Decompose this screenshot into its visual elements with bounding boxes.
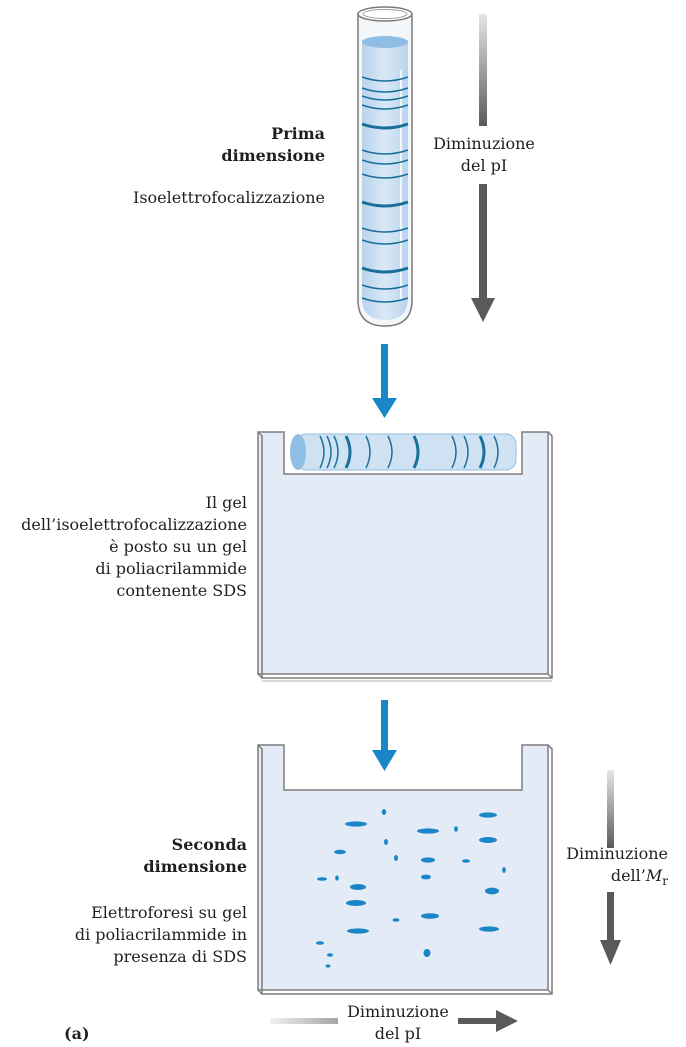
second-axis-label-line2: dell’Mr: [566, 865, 668, 892]
bottom-axis-label-line2: del pI: [374, 1024, 422, 1043]
bottom-axis-label: Diminuzione del pI: [338, 1001, 458, 1045]
bottom-pi-axis-arrow: [270, 1010, 518, 1032]
second-axis-label-line1: Diminuzione: [566, 844, 668, 863]
second-dimension-method: Elettroforesi su gel di poliacrilammide …: [75, 902, 247, 968]
first-dimension-title: Prima dimensione: [221, 123, 325, 167]
second-dimension-title-line2: dimensione: [143, 857, 247, 876]
transfer-arrow-1: [372, 344, 397, 418]
second-method-line3: presenza di SDS: [113, 947, 247, 966]
transfer-line2: dell’isoelettrofocalizzazione: [21, 515, 247, 534]
first-dimension-title-line2: dimensione: [221, 146, 325, 165]
second-axis-symbol: M: [645, 866, 663, 885]
second-axis-label: Diminuzione dell’Mr: [566, 843, 668, 892]
second-axis-prefix: dell’: [610, 866, 646, 885]
transfer-line1: Il gel: [205, 493, 247, 512]
first-dimension-title-line1: Prima: [271, 124, 325, 143]
first-axis-label: Diminuzione del pI: [424, 133, 544, 177]
first-dimension-method: Isoelettrofocalizzazione: [133, 188, 325, 207]
sds-gel-result: [257, 744, 553, 995]
bottom-axis-label-line1: Diminuzione: [347, 1002, 449, 1021]
transfer-description: Il gel dell’isoelettrofocalizzazione è p…: [21, 492, 247, 602]
second-dimension-title: Seconda dimensione: [143, 834, 247, 878]
transfer-line5: contenente SDS: [116, 581, 247, 600]
transfer-arrow-2: [372, 700, 397, 771]
second-method-line2: di poliacrilammide in: [74, 925, 247, 944]
mr-axis-arrow: [600, 770, 621, 965]
panel-label: (a): [64, 1024, 90, 1043]
ief-tube: [357, 6, 413, 327]
second-method-line1: Elettroforesi su gel: [91, 903, 247, 922]
transfer-line3: è posto su un gel: [109, 537, 247, 556]
second-axis-subscript: r: [662, 874, 668, 889]
pi-axis-arrow: [471, 14, 495, 322]
transfer-line4: di poliacrilammide: [95, 559, 247, 578]
ief-bands: [361, 76, 409, 303]
second-dimension-title-line1: Seconda: [171, 835, 247, 854]
first-axis-label-line2: del pI: [460, 156, 508, 175]
sds-gel-slab: [257, 431, 553, 682]
ief-strip-horizontal: [290, 433, 517, 471]
first-axis-label-line1: Diminuzione: [433, 134, 535, 153]
protein-spots: [316, 809, 506, 968]
